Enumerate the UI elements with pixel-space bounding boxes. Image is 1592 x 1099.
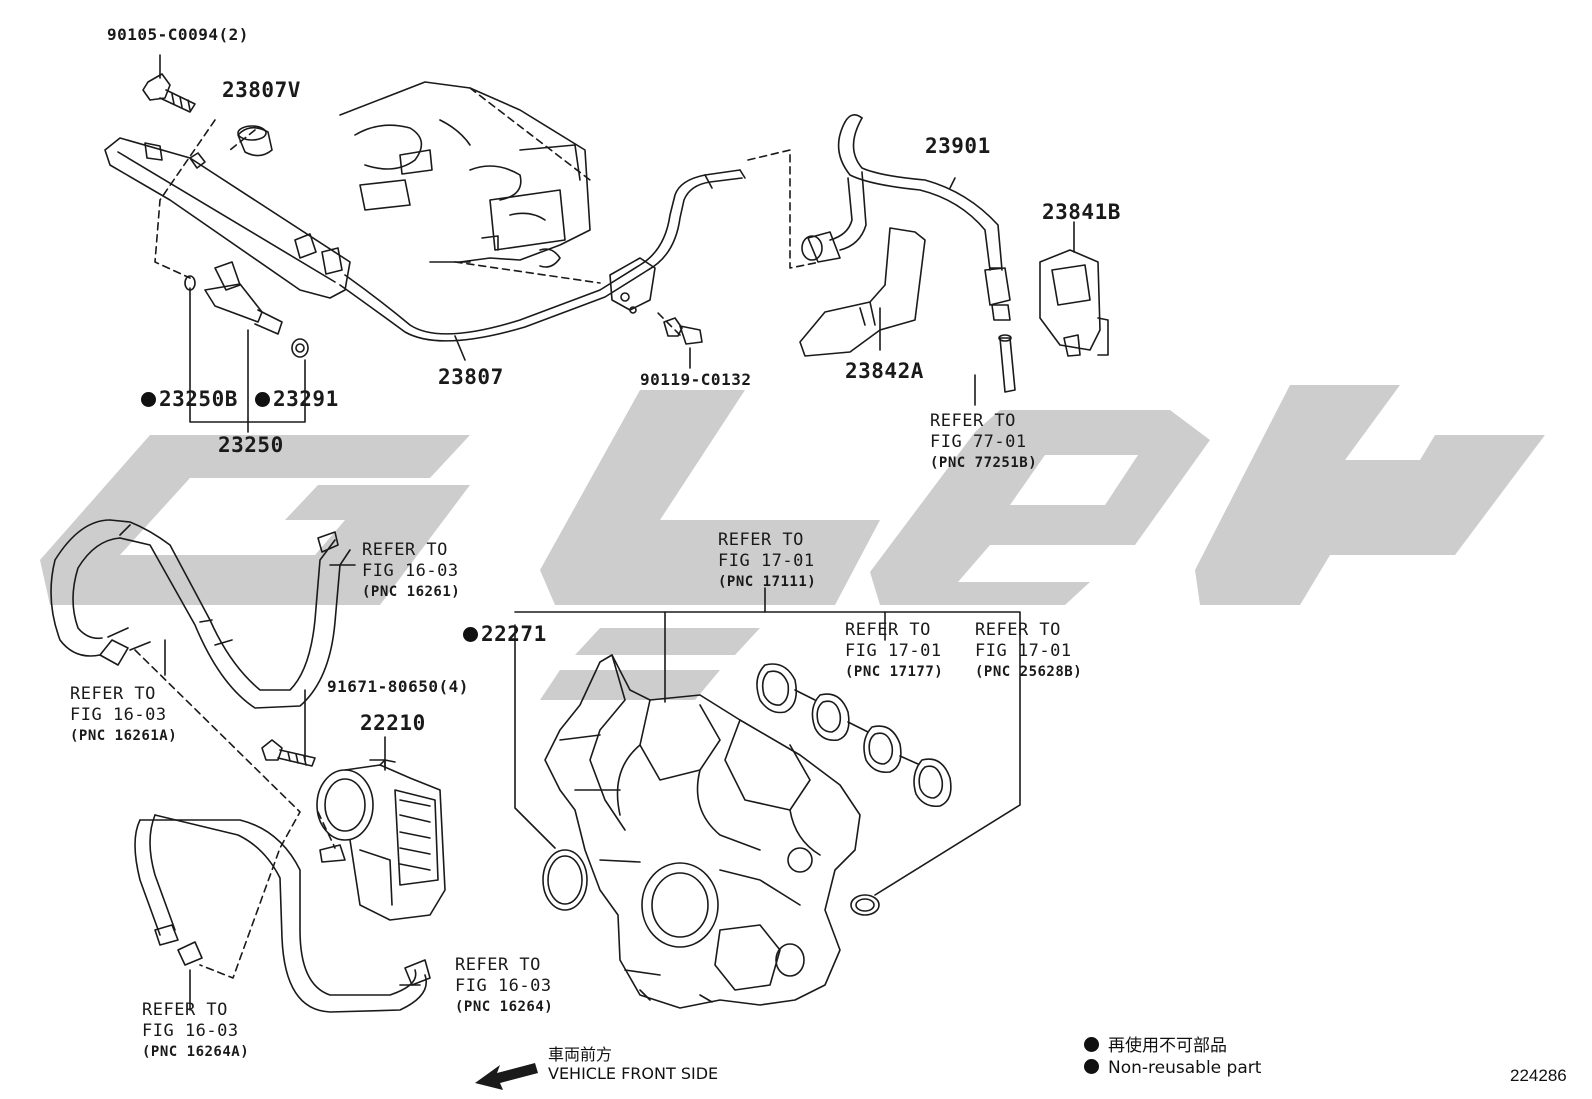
water-hose-upper <box>50 519 351 709</box>
ref-line: REFER TO <box>718 530 804 550</box>
ref-line: FIG 17-01 <box>975 641 1072 661</box>
figure-number: 224286 <box>1510 1066 1567 1085</box>
ref-line: FIG 17-01 <box>845 641 942 661</box>
vacuum-hose-23901 <box>801 114 1011 321</box>
legend-en: Non-reusable part <box>1084 1058 1261 1078</box>
part-label-23807v: 23807V <box>222 78 301 102</box>
ref-callout-25628b: REFER TO FIG 17-01 (PNC 25628B) <box>975 620 1082 683</box>
front-direction-en: VEHICLE FRONT SIDE <box>548 1064 719 1083</box>
bolt-90119 <box>663 317 703 345</box>
ref-callout-16261a: REFER TO FIG 16-03 (PNC 16261A) <box>70 684 177 747</box>
part-label-23250b: 23250B <box>141 389 238 410</box>
part-label-23901: 23901 <box>925 134 991 158</box>
water-hose-lower <box>134 814 431 1013</box>
ref-line: FIG 16-03 <box>70 705 167 725</box>
ref-line: FIG 16-03 <box>142 1021 239 1041</box>
ref-line: REFER TO <box>845 620 931 640</box>
part-label-23250: 23250 <box>218 433 284 457</box>
legend-jp: 再使用不可部品 <box>1084 1031 1227 1056</box>
bolt-90105 <box>142 73 196 113</box>
tube-77-01 <box>998 334 1016 393</box>
ref-pnc: (PNC 17177) <box>845 664 944 680</box>
dashed-leaders <box>134 87 821 979</box>
collar-23807v <box>237 125 273 157</box>
ref-pnc: (PNC 16261A) <box>70 728 178 744</box>
part-label-22210: 22210 <box>360 711 426 735</box>
part-label-90105: 90105-C0094(2) <box>107 25 249 44</box>
ref-pnc: (PNC 25628B) <box>975 664 1083 680</box>
ref-pnc: (PNC 17111) <box>718 574 817 590</box>
watermark-letter-3 <box>870 410 1210 605</box>
gasket-25628b <box>850 894 880 916</box>
intake-manifold <box>544 654 861 1009</box>
ref-callout-16261: REFER TO FIG 16-03 (PNC 16261) <box>362 540 460 603</box>
part-label-90119: 90119-C0132 <box>640 370 752 389</box>
ref-line: REFER TO <box>455 955 541 975</box>
ref-callout-17177: REFER TO FIG 17-01 (PNC 17177) <box>845 620 943 683</box>
part-label-91671: 91671-80650(4) <box>327 677 469 696</box>
ref-line: FIG 17-01 <box>718 551 815 571</box>
watermark-letter-1 <box>40 435 470 605</box>
non-reusable-marker <box>1084 1037 1099 1052</box>
bolt-91671 <box>261 739 316 767</box>
part-number-text: 23291 <box>273 387 339 411</box>
part-number-text: 22271 <box>481 622 547 646</box>
non-reusable-marker <box>1084 1059 1099 1074</box>
ref-pnc: (PNC 16264) <box>455 999 554 1015</box>
ref-callout-16264: REFER TO FIG 16-03 (PNC 16264) <box>455 955 553 1018</box>
gasket-22271 <box>542 849 588 911</box>
part-label-23807: 23807 <box>438 365 504 389</box>
ref-line: REFER TO <box>70 684 156 704</box>
fuel-delivery-rail <box>104 137 351 299</box>
legend-text: Non-reusable part <box>1108 1058 1262 1078</box>
watermark <box>40 385 1545 700</box>
ref-line: FIG 16-03 <box>455 976 552 996</box>
ref-line: REFER TO <box>975 620 1061 640</box>
ref-line: REFER TO <box>362 540 448 560</box>
ref-line: REFER TO <box>142 1000 228 1020</box>
manifold-gasket <box>756 663 952 808</box>
watermark-letter-2 <box>540 390 880 605</box>
non-reusable-marker <box>463 627 478 642</box>
ref-callout-17111: REFER TO FIG 17-01 (PNC 17111) <box>718 530 816 593</box>
part-label-22271: 22271 <box>463 624 547 645</box>
fuel-pipe-23807 <box>339 169 746 342</box>
injector-23250 <box>184 261 309 358</box>
ref-line: FIG 77-01 <box>930 432 1027 452</box>
vsv-23841b <box>1039 249 1109 357</box>
engine-block-sketch <box>339 81 591 268</box>
part-label-23842a: 23842A <box>845 359 924 383</box>
ref-callout-16264a: REFER TO FIG 16-03 (PNC 16264A) <box>142 1000 249 1063</box>
legend-text: 再使用不可部品 <box>1108 1036 1227 1056</box>
ref-pnc: (PNC 16264A) <box>142 1044 250 1060</box>
front-direction-arrow <box>475 1063 538 1090</box>
ref-pnc: (PNC 77251B) <box>930 455 1038 471</box>
part-label-23841b: 23841B <box>1042 200 1121 224</box>
bracket-23842a <box>799 227 926 357</box>
part-number-text: 23250B <box>159 387 238 411</box>
part-label-23291: 23291 <box>255 389 339 410</box>
non-reusable-marker <box>255 392 270 407</box>
non-reusable-marker <box>141 392 156 407</box>
ref-pnc: (PNC 16261) <box>362 584 461 600</box>
ref-callout-77251b: REFER TO FIG 77-01 (PNC 77251B) <box>930 411 1037 474</box>
throttle-body-22210 <box>316 759 446 921</box>
watermark-letter-4 <box>1195 385 1545 605</box>
watermark-letter-5 <box>540 628 760 700</box>
front-direction-jp: 車両前方 <box>548 1045 613 1064</box>
ref-line: REFER TO <box>930 411 1016 431</box>
ref-line: FIG 16-03 <box>362 561 459 581</box>
